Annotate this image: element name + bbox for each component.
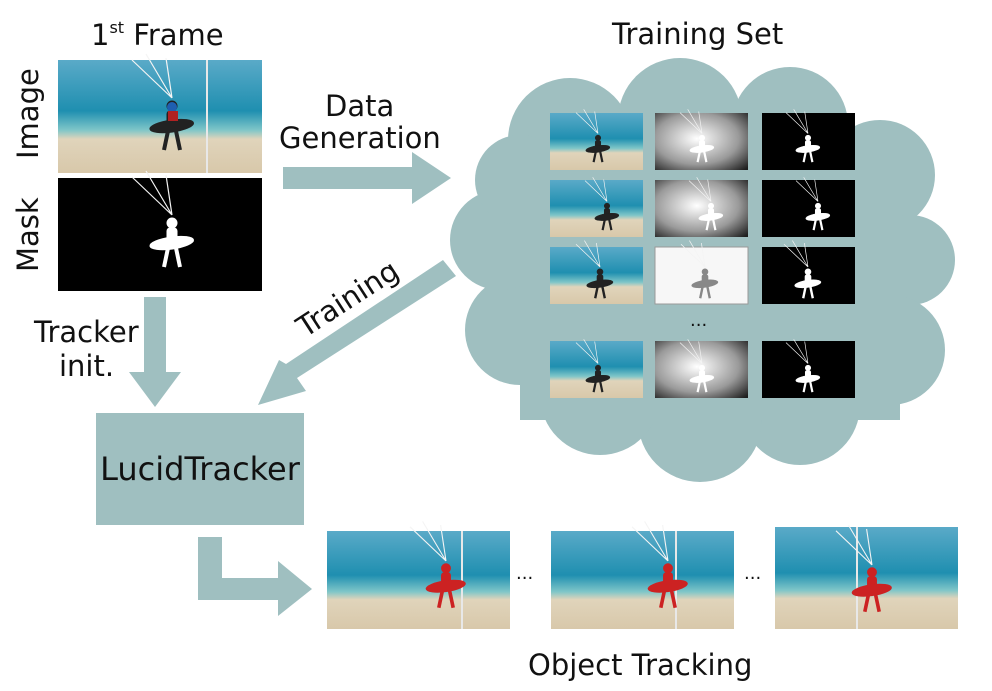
training-mask-4 xyxy=(762,338,855,398)
training-image-4 xyxy=(550,338,643,398)
image-label: Image xyxy=(11,68,45,159)
training-distance-2 xyxy=(655,176,748,237)
tracker-init-label-line1: Tracker xyxy=(34,315,139,349)
training-set-grid xyxy=(550,108,855,398)
training-distance-1 xyxy=(655,108,748,170)
tracking-ellipsis-2: ... xyxy=(744,563,762,584)
training-distance-4 xyxy=(655,338,748,398)
tracking-ellipsis-1: ... xyxy=(516,563,534,584)
object-tracking-arrow xyxy=(198,537,312,616)
training-image-1 xyxy=(550,108,643,170)
data-generation-label-line2: Generation xyxy=(279,121,441,155)
tracker-init-arrow xyxy=(129,297,181,407)
training-mask-2 xyxy=(762,176,855,237)
tracking-frame-2 xyxy=(551,519,734,629)
tracking-frame-3 xyxy=(775,523,958,629)
training-mask-3 xyxy=(762,239,855,304)
tracker-init-label-line2: init. xyxy=(59,349,115,383)
training-arrow xyxy=(258,260,456,405)
training-mask-1 xyxy=(762,108,855,170)
tracking-frame-1 xyxy=(327,519,510,629)
lucid-tracker-box: LucidTracker xyxy=(96,413,304,525)
training-image-2 xyxy=(550,176,643,237)
training-distance-3 xyxy=(654,239,749,305)
training-set-ellipsis: ... xyxy=(690,310,708,331)
training-set-title: Training Set xyxy=(612,17,784,51)
first-frame-mask xyxy=(58,169,262,291)
training-image-3 xyxy=(550,239,643,304)
mask-label: Mask xyxy=(11,197,45,272)
lucid-tracker-label: LucidTracker xyxy=(100,450,300,488)
data-generation-label-line1: Data xyxy=(325,89,395,123)
data-generation-arrow xyxy=(283,152,451,204)
object-tracking-title: Object Tracking xyxy=(528,648,753,682)
first-frame-title: 1st Frame xyxy=(91,18,224,52)
first-frame-image xyxy=(58,52,262,173)
